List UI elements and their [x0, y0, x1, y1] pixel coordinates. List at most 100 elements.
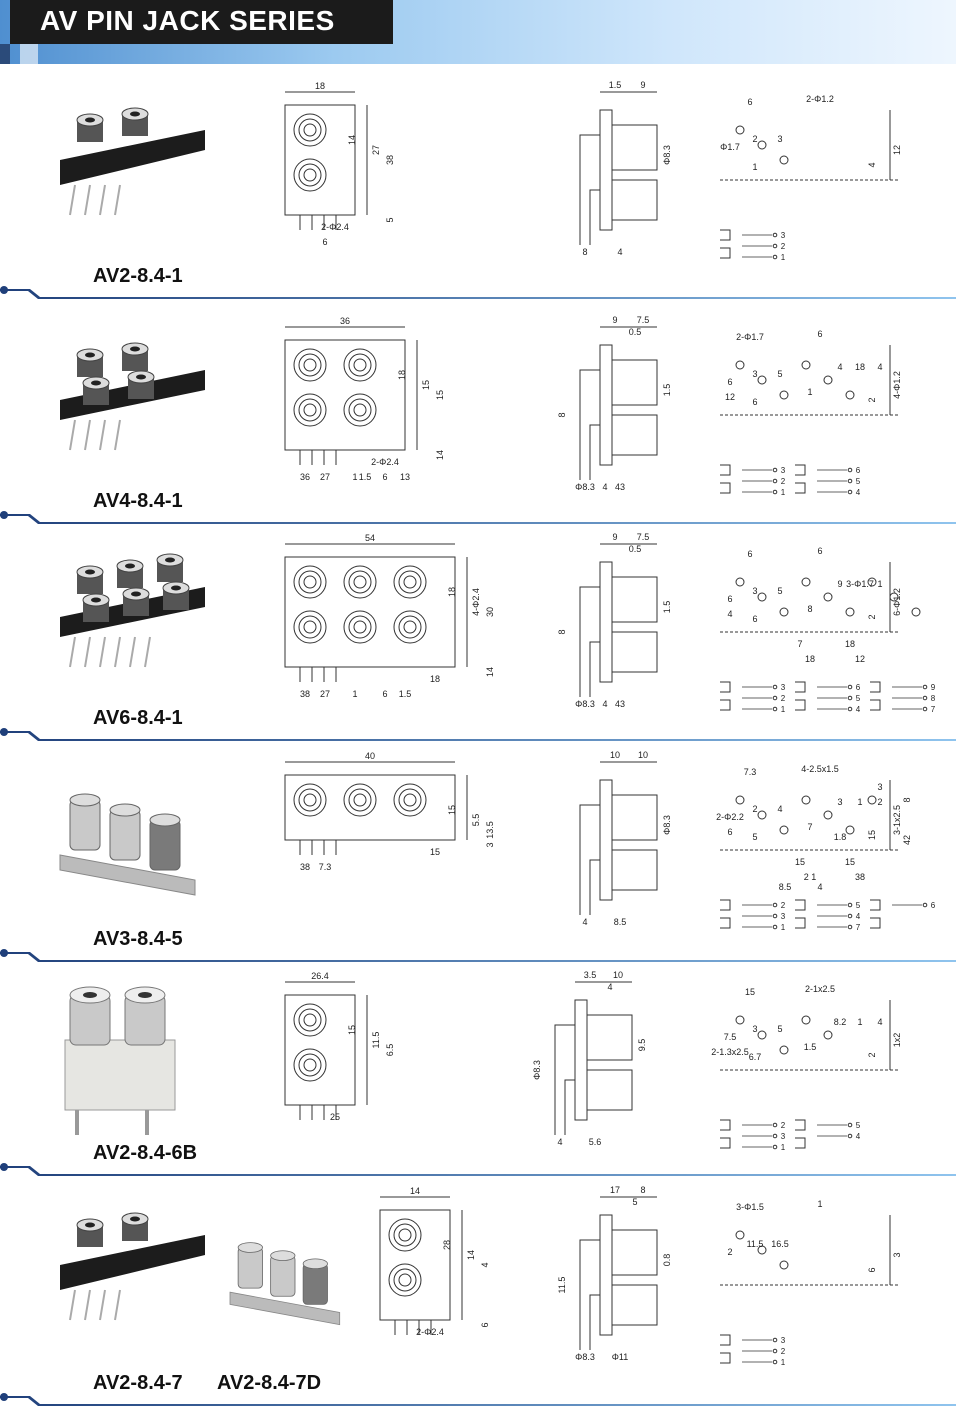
front-dimension-label: 30 [485, 607, 495, 617]
header-accent-block [20, 44, 38, 64]
pcb-dimension-label: 6 [817, 329, 822, 339]
pin-number-label: 6 [856, 466, 861, 475]
side-dimension-label: 8.5 [614, 917, 627, 927]
pcb-dimension-label: 2 [752, 134, 757, 144]
pin-number-label: 7 [931, 705, 936, 714]
pcb-layout-drawing [720, 110, 900, 260]
pcb-dimension-label: 6 [752, 614, 757, 624]
pin-number-label: 4 [856, 705, 861, 714]
side-dimension-label: 9 [640, 80, 645, 90]
front-dimension-label: 18 [430, 674, 440, 684]
pcb-dimension-label: 2 1 [804, 872, 817, 882]
side-dimension-label: 4 [617, 247, 622, 257]
pcb-dimension-label: 4 [727, 609, 732, 619]
pcb-dimension-label: 3 [837, 797, 842, 807]
pcb-dimension-label: 1x2 [892, 1033, 902, 1048]
header-accent-block [0, 44, 10, 64]
front-view-drawing [284, 761, 468, 855]
pin-number-label: 5 [856, 477, 861, 486]
front-dimension-label: 38 [385, 155, 395, 165]
front-view-drawing [284, 981, 368, 1120]
pin-number-label: 3 [781, 1336, 786, 1345]
front-dimension-label: 14 [466, 1250, 476, 1260]
pcb-dimension-label: 12 [855, 654, 865, 664]
pcb-dimension-label: 6.7 [749, 1052, 762, 1062]
pin-number-label: 2 [781, 477, 786, 486]
pcb-dimension-label: 8 [807, 604, 812, 614]
pcb-dimension-label: 6 [727, 594, 732, 604]
product-photo-frame [60, 553, 205, 668]
side-dimension-label: 4 [582, 917, 587, 927]
pin-number-label: 1 [781, 1143, 786, 1152]
pcb-dimension-label: 3 [752, 1024, 757, 1034]
pcb-dimension-label: 6 [747, 97, 752, 107]
pcb-dimension-label: 42 [902, 835, 912, 845]
pcb-dimension-label: 1.5 [804, 1042, 817, 1052]
pcb-dimension-label: 6 [727, 827, 732, 837]
pcb-dimension-label: 4 [817, 882, 822, 892]
front-dimension-label: 36 [340, 316, 350, 326]
pcb-dimension-label: 7.3 [744, 767, 757, 777]
product-photo-frame [60, 1212, 205, 1321]
pcb-dimension-label: 12 [892, 145, 902, 155]
side-dimension-label: 43 [615, 482, 625, 492]
front-dimension-label: 15 [435, 390, 445, 400]
side-dimension-label: 10 [613, 970, 623, 980]
front-dimension-label: 18 [447, 587, 457, 597]
side-dimension-label: Φ11 [612, 1352, 629, 1362]
pcb-dimension-label: 7 [807, 822, 812, 832]
side-dimension-label: 1.5 [609, 80, 622, 90]
pcb-dimension-label: 3 [892, 1252, 902, 1257]
side-dimension-label: Φ8.3 [532, 1060, 542, 1080]
pcb-dimension-label: 15 [867, 830, 877, 840]
pcb-dimension-label: 2-Φ2.2 [716, 812, 744, 822]
pin-number-label: 5 [856, 694, 861, 703]
pin-number-label: 2 [781, 1121, 786, 1130]
side-dimension-label: Φ8.3 [662, 145, 672, 165]
pin-number-label: 4 [856, 488, 861, 497]
pin-number-label: 3 [781, 1132, 786, 1141]
pcb-dimension-label: 15 [845, 857, 855, 867]
pcb-dimension-label: 1 [752, 162, 757, 172]
product-photo-frame [60, 107, 205, 216]
pcb-dimension-label: 5 [777, 369, 782, 379]
pcb-dimension-label: 1 [807, 387, 812, 397]
pin-number-label: 4 [856, 912, 861, 921]
front-dimension-label: 6 [382, 689, 387, 699]
side-view-drawing [579, 1196, 658, 1350]
pcb-dimension-label: 2 [727, 1247, 732, 1257]
front-dimension-label: 11.5 [371, 1032, 381, 1049]
pcb-dimension-label: 15 [795, 857, 805, 867]
pcb-dimension-label: 8.5 [779, 882, 792, 892]
pcb-dimension-label: 3 [877, 782, 882, 792]
front-dimension-label: 38 [300, 689, 310, 699]
front-dimension-label: 6 [480, 1322, 490, 1327]
side-dimension-label: 1.5 [662, 601, 672, 614]
pcb-dimension-label: 2 [867, 1052, 877, 1057]
row-separator [0, 1393, 956, 1406]
side-dimension-label: 43 [615, 699, 625, 709]
pcb-dimension-label: 6 [727, 377, 732, 387]
pin-number-label: 3 [781, 466, 786, 475]
pcb-dimension-label: 3 [777, 134, 782, 144]
pin-number-label: 7 [856, 923, 861, 932]
pin-number-label: 9 [931, 683, 936, 692]
front-dimension-label: 14 [435, 450, 445, 460]
pin-number-label: 4 [856, 1132, 861, 1141]
side-view-drawing [579, 91, 658, 245]
pcb-layout-drawing [720, 1215, 900, 1365]
pcb-dimension-label: 11.5 [747, 1239, 764, 1249]
product-photo-frame [64, 986, 176, 1135]
pcb-dimension-label: 2-Φ1.7 [736, 332, 764, 342]
pcb-layout-drawing [720, 780, 928, 930]
side-dimension-label: Φ8.3 [575, 699, 595, 709]
row-separator [0, 286, 956, 299]
side-dimension-label: 7.5 [637, 315, 650, 325]
pcb-dimension-label: 7 [797, 639, 802, 649]
